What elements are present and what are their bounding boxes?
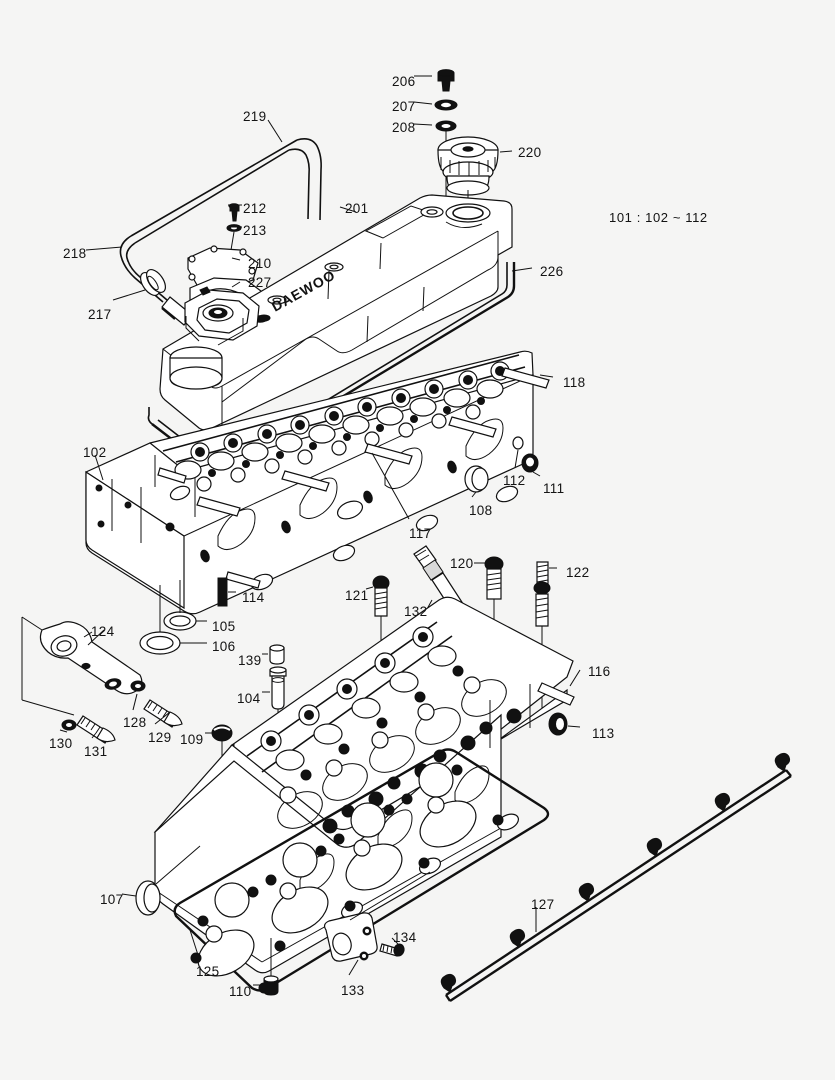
callout-111: 111	[543, 481, 565, 496]
valve-gear-detail	[162, 354, 526, 492]
callout-117: 117	[409, 526, 432, 541]
callout-125: 125	[196, 964, 220, 979]
callout-116: 116	[588, 664, 611, 679]
head-gasket-125	[173, 748, 550, 994]
leak-off-pipe-127	[440, 752, 792, 1003]
callout-107: 107	[100, 892, 124, 907]
callout-131: 131	[84, 744, 108, 759]
callout-109: 109	[180, 732, 204, 747]
callout-227: 227	[248, 275, 272, 290]
callout-218: 218	[63, 246, 87, 261]
breather-mount	[184, 286, 260, 346]
callout-206: 206	[392, 74, 416, 89]
cylinder-head-cover: DAEWOO	[159, 194, 513, 431]
callout-201: 201	[345, 201, 369, 216]
callout-124: 124	[91, 624, 115, 639]
callout-132: 132	[404, 604, 428, 619]
seal-ring-108	[464, 465, 489, 493]
callout-110: 110	[229, 984, 252, 999]
callout-108: 108	[469, 503, 493, 518]
callout-220: 220	[518, 145, 542, 160]
callout-217: 217	[88, 307, 112, 322]
callout-210: 210	[248, 256, 272, 271]
callout-219: 219	[243, 109, 267, 124]
callout-134: 134	[393, 930, 417, 945]
oil-filler-cap	[437, 136, 513, 212]
fastener-stack-206-208	[413, 69, 458, 213]
callout-213: 213	[243, 223, 267, 238]
callout-112: 112	[503, 473, 526, 488]
callout-128: 128	[123, 715, 147, 730]
bolt-129	[143, 699, 183, 728]
callout-104: 104	[237, 691, 261, 706]
callout-207: 207	[392, 99, 416, 114]
callout-105: 105	[212, 619, 236, 634]
bolt-134	[379, 943, 405, 957]
callout-129: 129	[148, 730, 172, 745]
callout-130: 130	[49, 736, 73, 751]
group-note: 101 : 102 ~ 112	[609, 210, 708, 225]
callout-122: 122	[566, 565, 590, 580]
callout-121: 121	[345, 588, 369, 603]
o-ring-113	[548, 712, 568, 736]
callout-133: 133	[341, 983, 365, 998]
callout-113: 113	[592, 726, 615, 741]
seal-ring-107	[121, 845, 201, 916]
stud-bolts-upper	[157, 367, 550, 589]
cylinder-head-upper	[85, 350, 554, 615]
callout-120: 120	[450, 556, 474, 571]
callout-102: 102	[83, 445, 107, 460]
head-bolt-120	[484, 556, 504, 700]
o-ring-112	[512, 436, 524, 450]
callout-212: 212	[243, 201, 267, 216]
lifting-bracket-assembly	[21, 616, 183, 744]
plug-110	[253, 938, 279, 996]
stud-bolt-122	[533, 561, 551, 710]
hose-clamp	[139, 269, 167, 296]
callout-106: 106	[212, 639, 236, 654]
callout-114: 114	[242, 590, 265, 605]
callout-139: 139	[238, 653, 262, 668]
callout-226: 226	[540, 264, 564, 279]
valve-cap-139	[269, 644, 285, 665]
thermostat-plate-133	[323, 871, 431, 976]
bolt-131	[76, 715, 116, 744]
callout-208: 208	[392, 120, 416, 135]
callout-127: 127	[531, 897, 555, 912]
callout-118: 118	[563, 375, 586, 390]
sleeve-and-seals	[139, 577, 236, 655]
dowel-pin-116	[537, 682, 575, 706]
